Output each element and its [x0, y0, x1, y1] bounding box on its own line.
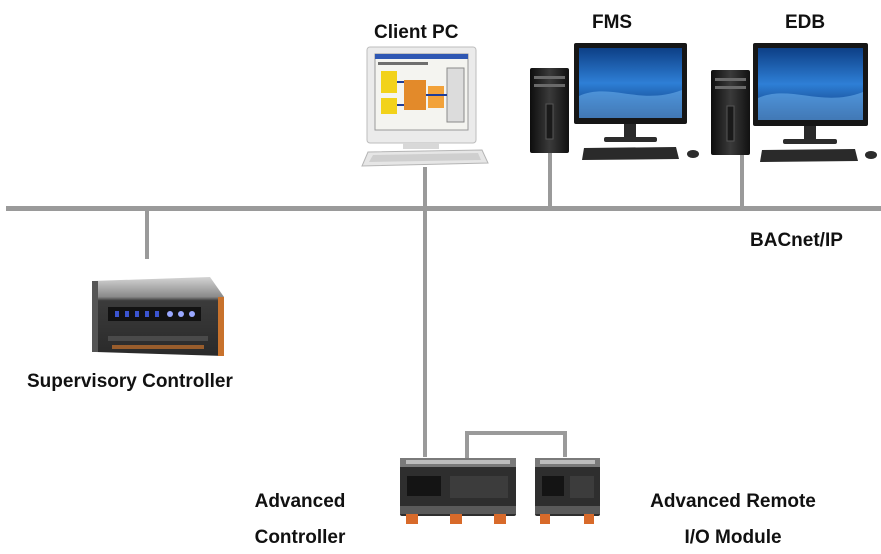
edb-computer-icon [711, 43, 877, 162]
advanced-controller-label-line1: Advanced [254, 491, 346, 512]
remote-io-label-line2: I/O Module [684, 527, 782, 548]
fms-computer-icon [530, 43, 699, 160]
network-lines [6, 152, 881, 459]
drop-line-edb [740, 155, 744, 208]
client-pc-icon [361, 46, 489, 167]
bacnet-bus-line [6, 206, 881, 211]
supervisory-controller-label: Supervisory Controller [27, 371, 233, 392]
drop-line-fms [548, 152, 552, 208]
drop-line-client-pc [423, 167, 427, 457]
edb-label: EDB [785, 12, 826, 33]
remote-io-module-icon [535, 458, 600, 524]
fms-label: FMS [592, 12, 633, 33]
bacnet-ip-label: BACnet/IP [750, 230, 843, 251]
remote-io-label-line1: Advanced Remote [650, 491, 816, 512]
link-controller-to-io [465, 431, 567, 459]
advanced-controller-icon [400, 458, 516, 524]
supervisory-controller-icon [92, 277, 224, 356]
client-pc-label: Client PC [374, 22, 459, 43]
advanced-controller-label-line2: Controller [254, 527, 346, 548]
drop-line-supervisory [145, 211, 149, 259]
